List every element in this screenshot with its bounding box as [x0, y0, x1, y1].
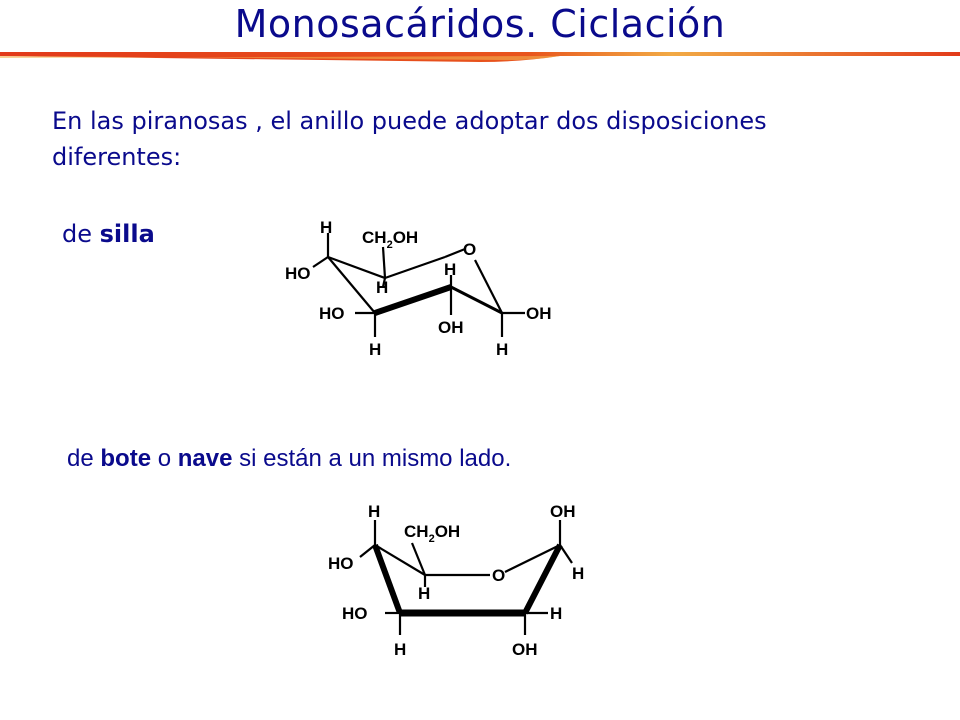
- boat-ho-left: HO: [328, 554, 354, 573]
- boat-ho-bottom-left: HO: [342, 604, 368, 623]
- chair-oh-right: OH: [526, 304, 552, 323]
- chair-ho-left: HO: [285, 264, 311, 283]
- chair-h-top-left: H: [320, 218, 332, 237]
- boat-h-top-left: H: [368, 502, 380, 521]
- boat-oh-bottom-right: OH: [512, 640, 538, 659]
- chair-label: de silla: [62, 220, 155, 248]
- boat-h-right: H: [572, 564, 584, 583]
- chair-h-inner-left: H: [376, 278, 388, 297]
- boat-conformation-structure: H CH2OH OH HO O H H HO H H OH: [328, 502, 584, 659]
- boat-ring-oxygen: O: [492, 566, 505, 585]
- title-underline: [0, 52, 960, 62]
- intro-text: En las piranosas , el anillo puede adopt…: [52, 103, 932, 175]
- boat-label: de bote o nave si están a un mismo lado.: [67, 445, 511, 473]
- chair-h-bottom-left: H: [369, 340, 381, 359]
- chair-h-inner-right: H: [444, 260, 456, 279]
- chair-label-bold: silla: [99, 220, 155, 248]
- boat-label-suffix: si están a un mismo lado.: [232, 445, 512, 472]
- boat-label-mid: o: [151, 445, 178, 472]
- chair-label-prefix: de: [62, 220, 100, 248]
- boat-oh-top-right: OH: [550, 502, 576, 521]
- chair-ho-bottom-left: HO: [319, 304, 345, 323]
- boat-h-inner-left: H: [418, 584, 430, 603]
- chair-ch2oh: CH2OH: [362, 228, 418, 251]
- intro-line-1: En las piranosas , el anillo puede adopt…: [52, 107, 767, 135]
- boat-ch2oh: CH2OH: [404, 522, 460, 545]
- chair-conformation-structure: H CH2OH O HO H H HO OH OH H H: [285, 218, 552, 359]
- boat-h-bottom-right-side: H: [550, 604, 562, 623]
- boat-label-prefix: de: [67, 445, 101, 472]
- chair-h-bottom-right: H: [496, 340, 508, 359]
- intro-line-2: diferentes:: [52, 143, 182, 171]
- chair-ring-oxygen: O: [463, 240, 476, 259]
- boat-label-bold-nave: nave: [177, 445, 233, 472]
- slide-title: Monosacáridos. Ciclación: [234, 2, 726, 46]
- boat-h-bottom-left: H: [394, 640, 406, 659]
- chair-oh-bottom-middle: OH: [438, 318, 464, 337]
- boat-label-bold-bote: bote: [100, 445, 152, 472]
